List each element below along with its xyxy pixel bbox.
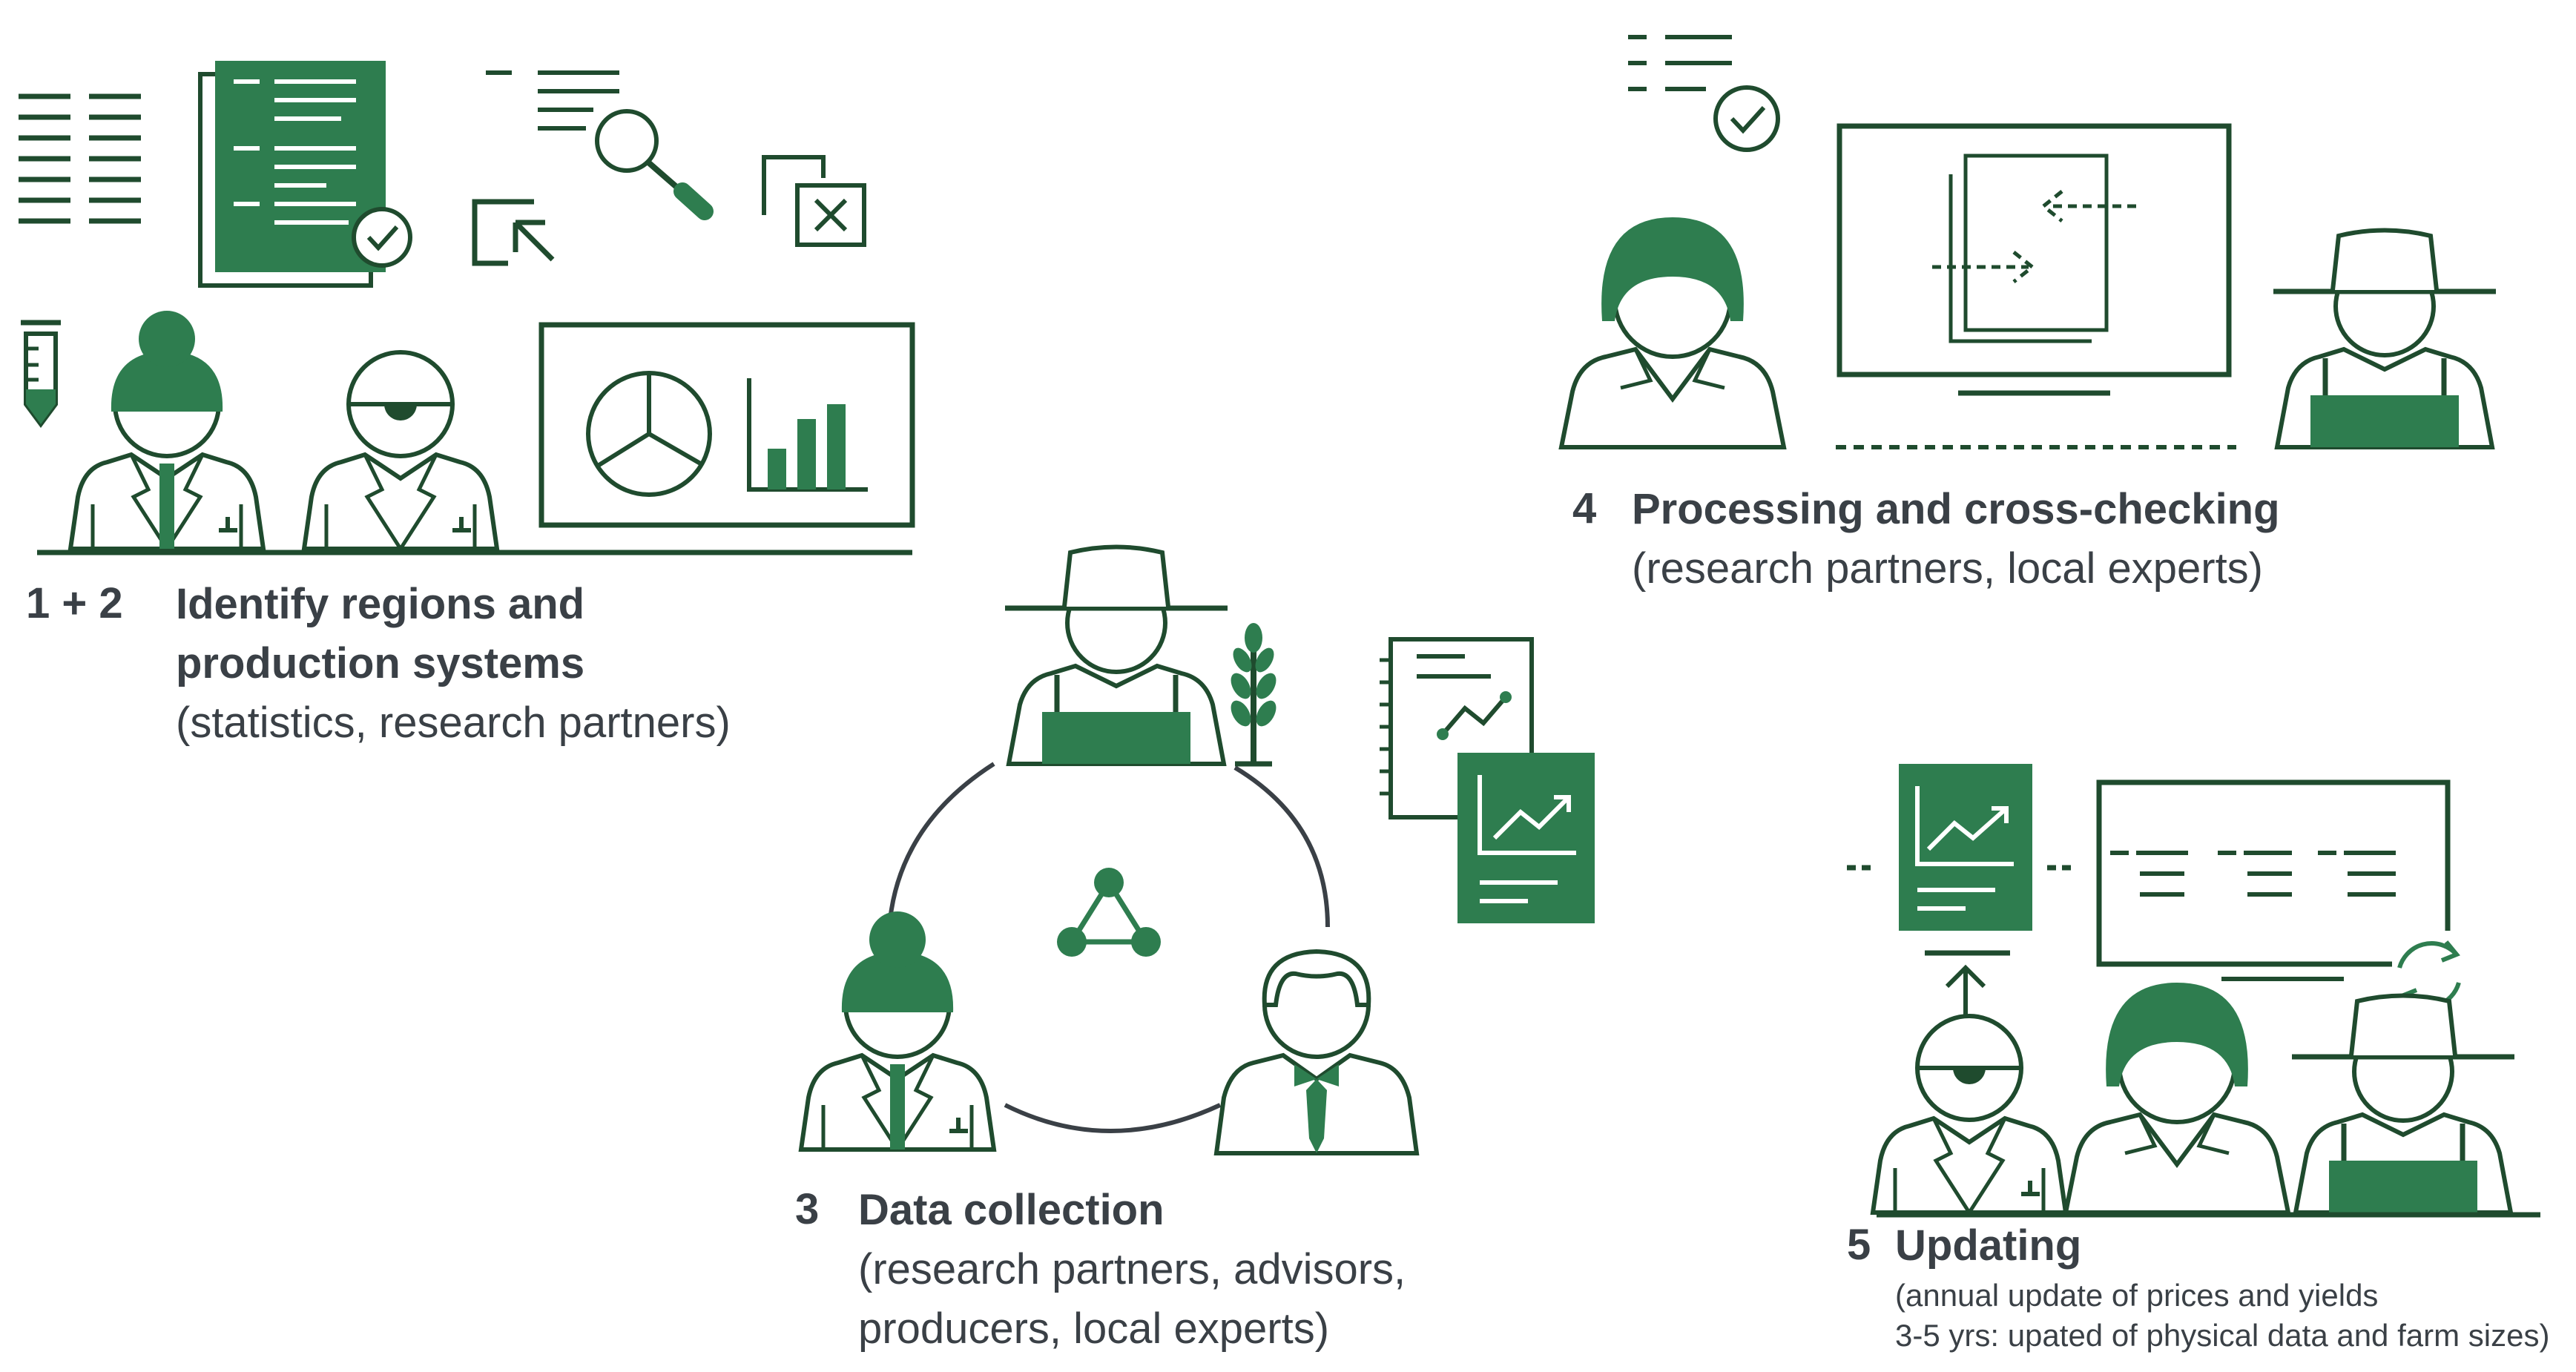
step-number: 4 xyxy=(1572,484,1597,532)
step-subtitle: (statistics, research partners) xyxy=(176,693,731,753)
step-title-line: production systems xyxy=(176,639,585,687)
document-list-icon xyxy=(19,93,141,224)
step-1-2-illustration xyxy=(19,61,915,555)
update-board-icon xyxy=(2096,779,2451,981)
step-subtitle-line: (annual update of prices and yields xyxy=(1895,1278,2379,1313)
upload-arrow-icon xyxy=(1925,950,2010,1016)
step-4-illustration xyxy=(1561,35,2496,448)
researcher-man-icon xyxy=(1873,1016,2066,1213)
step-title-line: Data collection xyxy=(858,1186,1165,1234)
cursor-icon xyxy=(472,199,555,266)
step-subtitle-line: producers, local experts) xyxy=(858,1305,1330,1353)
step-subtitle: (research partners, advisors, producers,… xyxy=(858,1240,1406,1359)
step-subtitle-line: (research partners, advisors, xyxy=(858,1245,1406,1293)
advisor-icon xyxy=(1216,952,1417,1153)
step-title: Identify regions and production systems xyxy=(176,575,584,693)
checklist-icon xyxy=(1628,35,1780,152)
step-subtitle-line: 3-5 yrs: upated of physical data and far… xyxy=(1895,1318,2550,1353)
expert-woman-icon xyxy=(1561,217,1784,447)
network-icon xyxy=(1057,868,1161,957)
researcher-woman-icon xyxy=(70,311,263,549)
step-title: Processing and cross-checking xyxy=(1632,480,2280,539)
farmer-icon xyxy=(1005,547,1228,765)
cycle-arcs xyxy=(888,762,1330,1133)
step-title-line: Processing and cross-checking xyxy=(1632,485,2280,533)
researcher-man-icon xyxy=(304,352,497,549)
step-5-illustration xyxy=(1847,764,2540,1218)
window-close-icon xyxy=(762,155,866,247)
expert-woman-icon xyxy=(2066,983,2288,1213)
chart-documents-icon xyxy=(1380,637,1595,923)
step-number: 5 xyxy=(1847,1221,1871,1269)
farmer-icon xyxy=(2292,996,2514,1213)
step-title: Data collection xyxy=(858,1181,1165,1240)
step-number: 3 xyxy=(795,1185,820,1233)
wheat-icon xyxy=(1231,623,1277,767)
magnifier-icon xyxy=(486,70,714,220)
farmer-icon xyxy=(2273,231,2496,448)
chart-document-icon xyxy=(1899,764,2032,931)
step-title-line: Identify regions and xyxy=(176,580,585,628)
step-subtitle-line: (research partners, local experts) xyxy=(1632,544,2263,593)
step-subtitle-line: (statistics, research partners) xyxy=(176,699,731,747)
step-title-line: Updating xyxy=(1895,1221,2082,1270)
document-check-icon xyxy=(198,61,412,288)
test-tube-icon xyxy=(21,320,61,429)
monitor-exchange-icon xyxy=(1837,123,2232,396)
pie-bar-chart-board-icon xyxy=(538,322,915,528)
step-subtitle: (research partners, local experts) xyxy=(1632,539,2263,598)
step-title: Updating xyxy=(1895,1216,2081,1276)
step-subtitle: (annual update of prices and yields 3-5 … xyxy=(1895,1276,2549,1356)
step-3-illustration xyxy=(801,547,1595,1154)
researcher-woman-icon xyxy=(801,911,994,1150)
step-number: 1 + 2 xyxy=(26,579,123,627)
